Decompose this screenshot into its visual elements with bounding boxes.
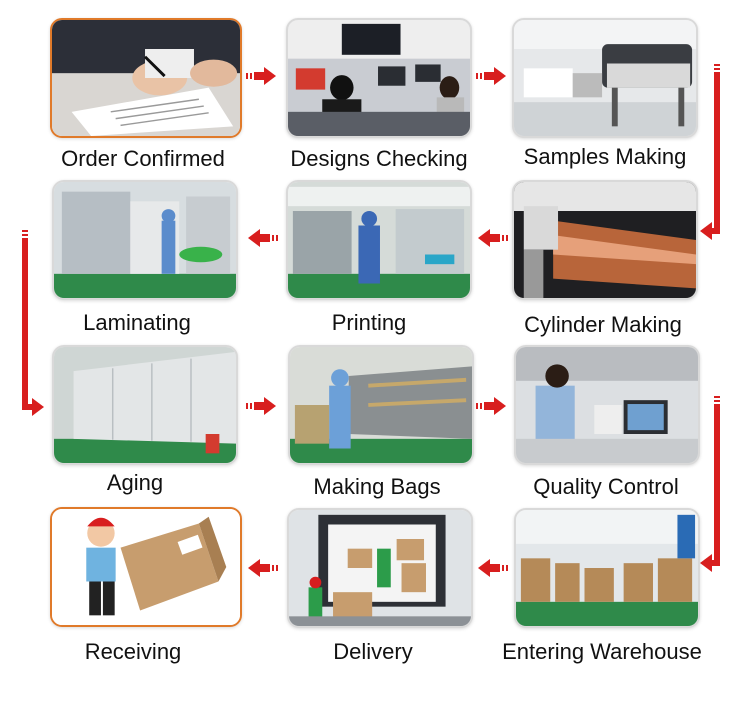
step-label: Samples Making [523,144,687,169]
right-arrow-icon [246,67,276,85]
step-designs-checking-image [286,18,472,138]
step-order-confirmed-image [50,18,242,138]
step-label: Making Bags [313,474,441,499]
step-receiving-image [50,507,242,627]
right-arrow-icon [476,397,506,415]
step-aging-image [52,345,238,465]
left-arrow-icon [478,559,508,577]
right-arrow-icon [476,67,506,85]
step-label: Order Confirmed [61,146,225,171]
step-label: Cylinder Making [524,312,682,337]
step-label: Printing [331,310,407,335]
step-label: Designs Checking [290,146,468,171]
step-printing-image [286,180,472,300]
step-label: Entering Warehouse [502,639,702,664]
down-connector-arrow-icon [700,396,720,572]
step-making-bags-image [288,345,474,465]
step-samples-making-image [512,18,698,138]
step-label: Aging [106,470,164,495]
left-arrow-icon [478,229,508,247]
step-label: Quality Control [533,474,679,499]
step-laminating-image [52,180,238,300]
step-quality-control-image [514,345,700,465]
left-arrow-icon [248,559,278,577]
step-label: Delivery [333,639,413,664]
down-connector-arrow-icon [22,230,44,416]
step-label: Receiving [84,639,182,664]
down-connector-arrow-icon [700,64,720,240]
left-arrow-icon [248,229,278,247]
step-cylinder-making-image [512,180,698,300]
step-label: Laminating [83,310,191,335]
right-arrow-icon [246,397,276,415]
step-entering-warehouse-image [514,508,700,628]
step-delivery-image [287,508,473,628]
